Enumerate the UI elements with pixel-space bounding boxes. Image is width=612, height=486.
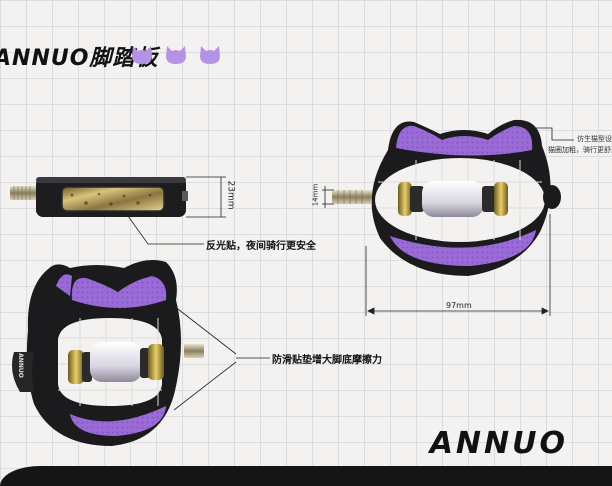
width-dimension-line	[365, 214, 551, 316]
width-dimension-label: 97mm	[446, 301, 472, 310]
bionic-leader-line	[536, 127, 574, 141]
height-dimension-line	[186, 176, 226, 218]
brand-logo: ANNUO	[429, 426, 568, 461]
shaft-dimension-line	[322, 186, 334, 208]
cat-head-icon	[166, 46, 186, 64]
height-dimension-label: 23mm	[225, 180, 236, 210]
antislip-leader-lines	[173, 305, 270, 411]
perspective-view-pedal	[12, 260, 204, 446]
bottom-band	[0, 466, 612, 486]
antislip-callout: 防滑贴垫增大脚底摩擦力	[272, 355, 382, 366]
side-view-pedal	[10, 177, 188, 217]
pedal-side-label: ANNUO	[16, 353, 24, 378]
front-view-pedal	[332, 119, 561, 276]
reflective-leader-line	[127, 215, 204, 245]
bionic-callout-line2: 猫圈加粗，骑行更舒适	[548, 146, 612, 154]
cat-head-icon	[132, 46, 152, 64]
reflective-callout: 反光贴，夜间骑行更安全	[206, 241, 316, 252]
shaft-dimension-label: 14mm	[311, 183, 320, 207]
cat-head-icon	[200, 46, 220, 64]
bionic-callout-line1: 仿生猫型设计	[577, 135, 612, 143]
page-title: ANNUO脚踏板	[0, 46, 159, 71]
